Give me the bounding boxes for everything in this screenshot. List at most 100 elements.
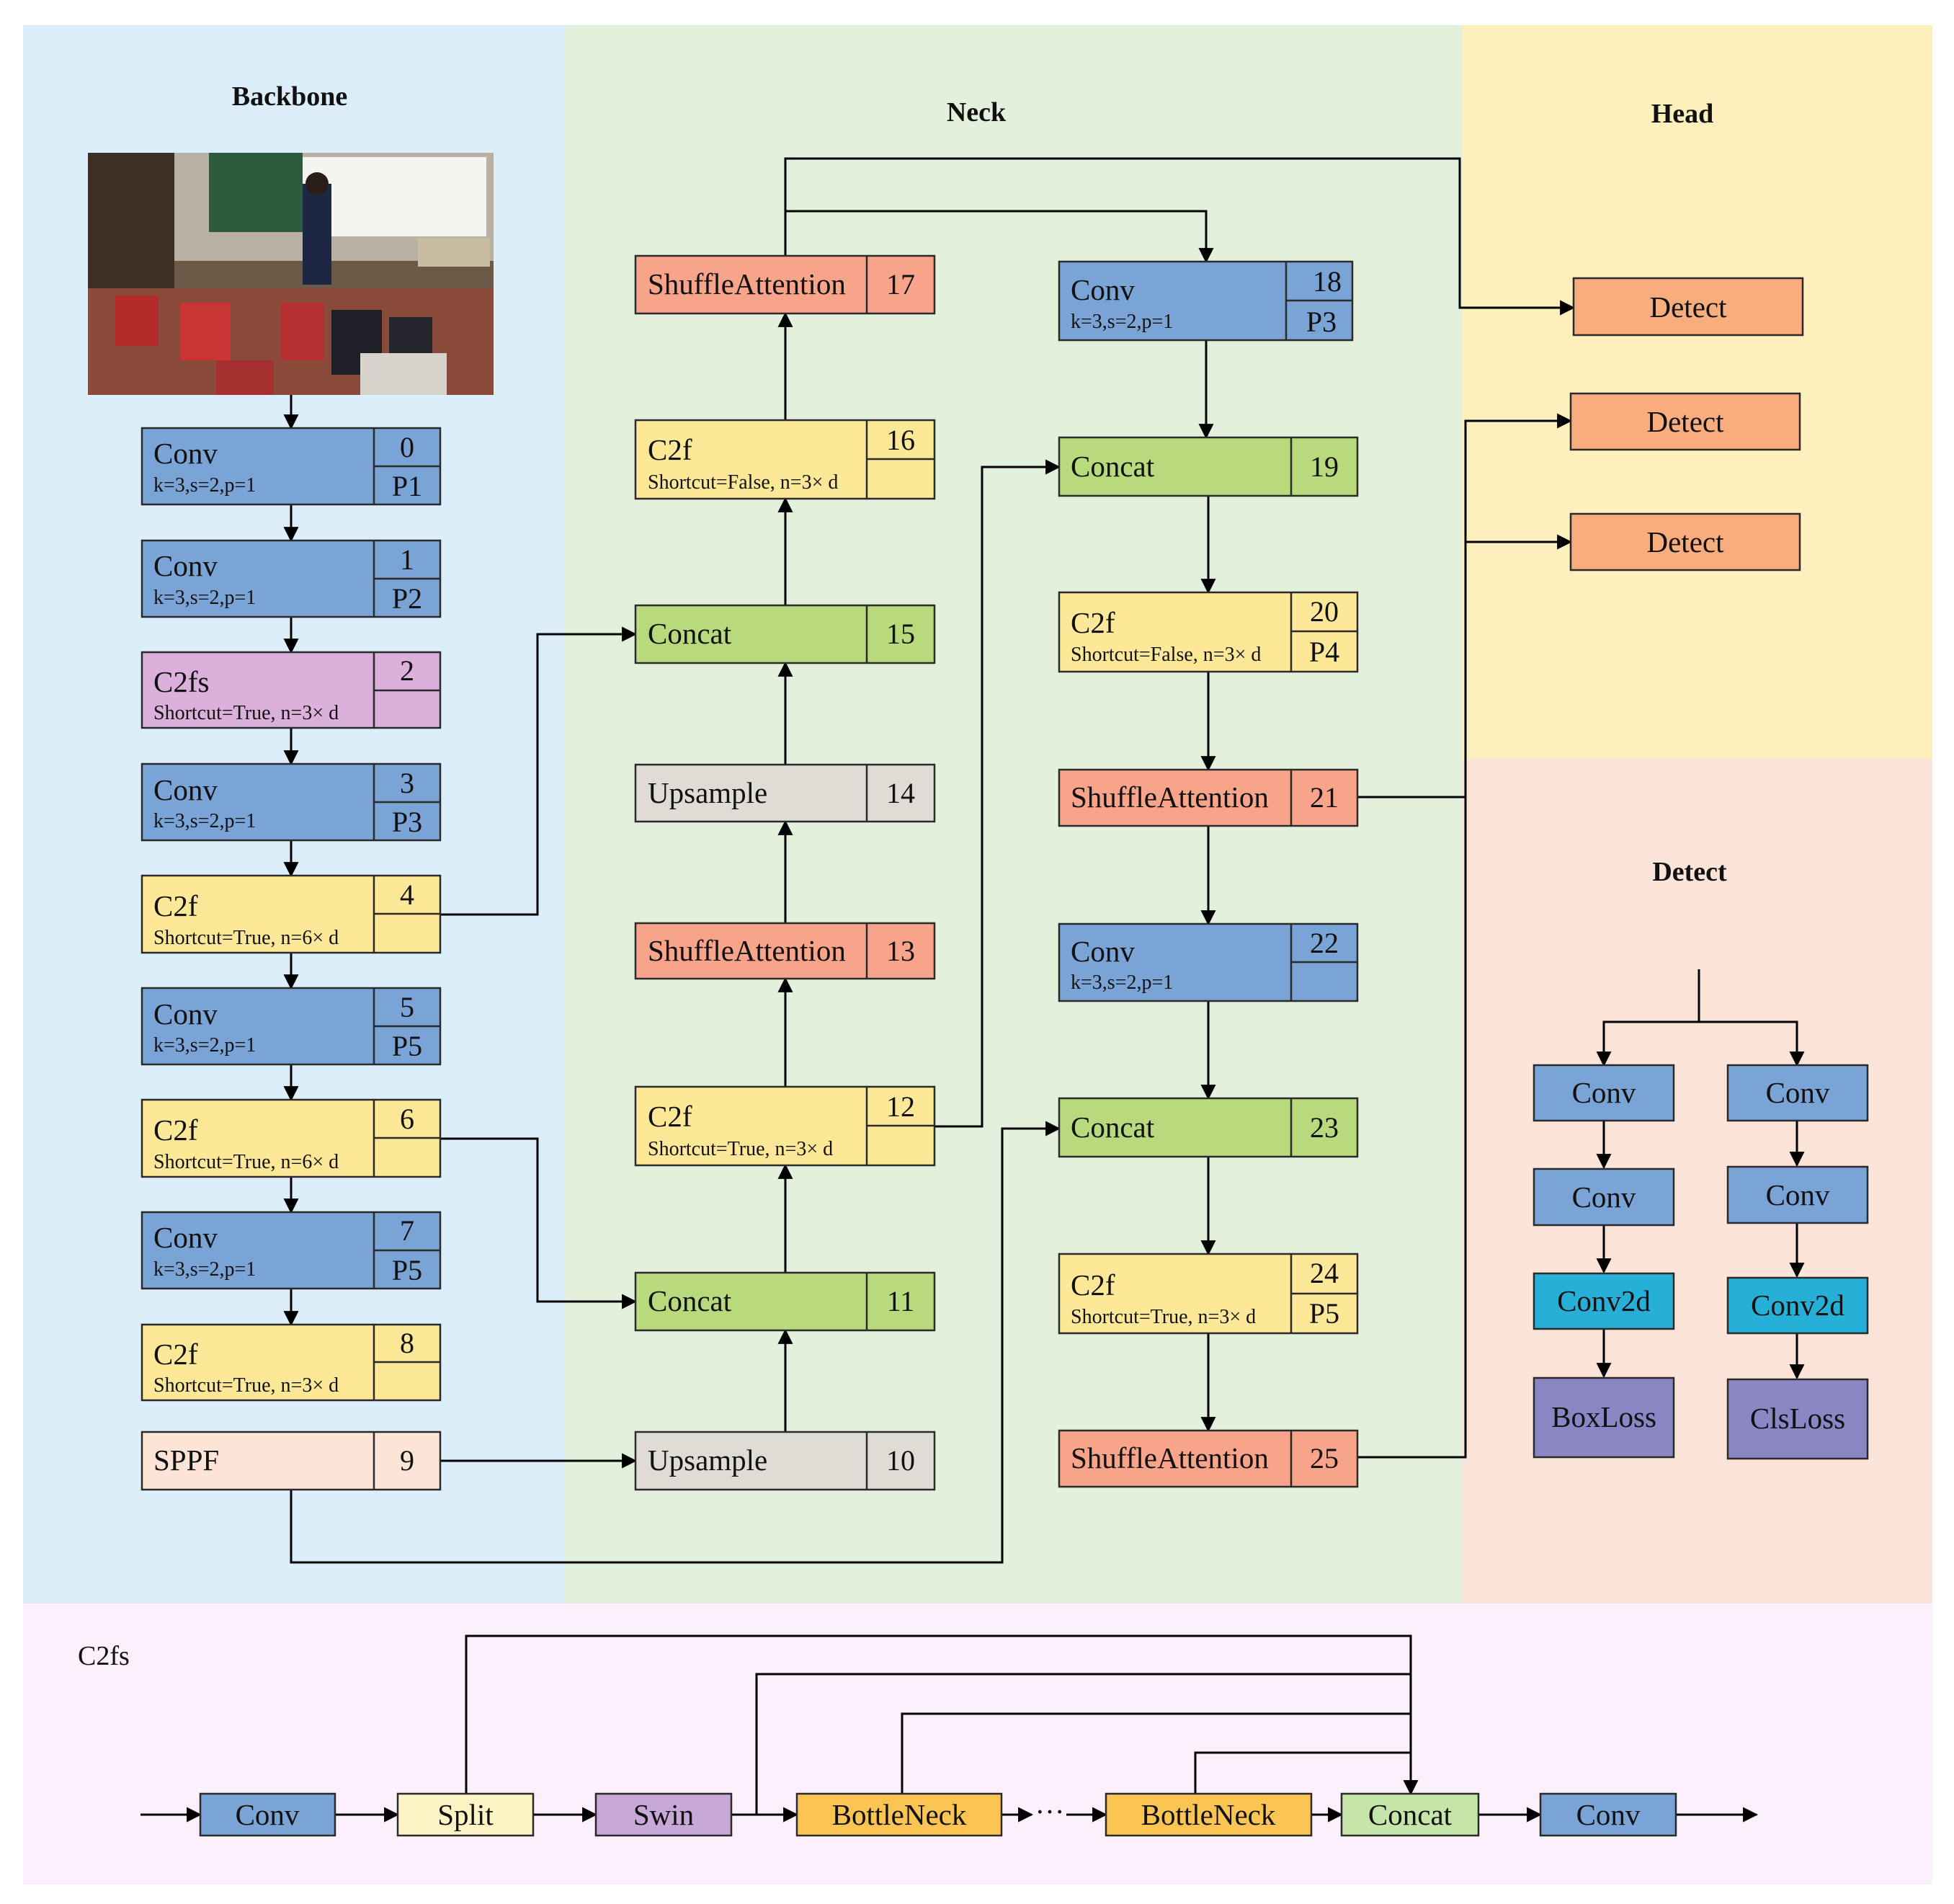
svg-text:Shortcut=True, n=3× d: Shortcut=True, n=3× d bbox=[1071, 1306, 1256, 1328]
svg-text:P2: P2 bbox=[392, 582, 422, 615]
svg-text:Split: Split bbox=[437, 1798, 494, 1831]
svg-text:15: 15 bbox=[886, 618, 915, 650]
detect-right-conv2d: Conv2d bbox=[1726, 1276, 1869, 1335]
detect-left-conv-1: Conv bbox=[1533, 1064, 1675, 1122]
svg-text:k=3,s=2,p=1: k=3,s=2,p=1 bbox=[153, 1258, 256, 1281]
svg-text:2: 2 bbox=[400, 654, 414, 687]
layer-11-concat: Concat 11 bbox=[634, 1271, 936, 1332]
svg-text:Shortcut=True, n=3× d: Shortcut=True, n=3× d bbox=[648, 1138, 833, 1160]
svg-text:3: 3 bbox=[400, 767, 414, 799]
svg-text:8: 8 bbox=[400, 1327, 414, 1359]
layer-21-shuffleattention: ShuffleAttention 21 bbox=[1058, 768, 1359, 827]
c2fs-split: Split bbox=[396, 1792, 535, 1837]
detect-right-conv-1: Conv bbox=[1726, 1064, 1869, 1122]
svg-text:BottleNeck: BottleNeck bbox=[832, 1798, 967, 1831]
svg-text:P5: P5 bbox=[392, 1254, 422, 1286]
svg-text:Conv: Conv bbox=[153, 773, 218, 806]
svg-text:24: 24 bbox=[1310, 1257, 1339, 1289]
c2fs-bottleneck-1: BottleNeck bbox=[795, 1792, 1003, 1837]
neck-right-layers: Conv k=3,s=2,p=1 18 P3 Concat 19 C2f Sho… bbox=[1058, 260, 1359, 1488]
svg-text:17: 17 bbox=[886, 268, 915, 301]
layer-4-c2f: C2f Shortcut=True, n=6× d 4 bbox=[140, 874, 442, 954]
svg-text:k=3,s=2,p=1: k=3,s=2,p=1 bbox=[1071, 971, 1173, 994]
c2fs-swin: Swin bbox=[594, 1792, 733, 1837]
svg-text:4: 4 bbox=[400, 878, 414, 911]
svg-text:k=3,s=2,p=1: k=3,s=2,p=1 bbox=[153, 810, 256, 832]
svg-text:Concat: Concat bbox=[1071, 1111, 1155, 1144]
svg-text:Conv: Conv bbox=[153, 437, 218, 470]
layer-7-conv: Conv k=3,s=2,p=1 7 P5 bbox=[140, 1211, 442, 1290]
layer-23-concat: Concat 23 bbox=[1058, 1097, 1359, 1158]
layer-17-shuffleattention: ShuffleAttention 17 bbox=[634, 254, 936, 315]
svg-text:Conv: Conv bbox=[1071, 935, 1135, 968]
layer-5-conv: Conv k=3,s=2,p=1 5 P5 bbox=[140, 987, 442, 1066]
svg-text:P5: P5 bbox=[1309, 1297, 1339, 1330]
svg-text:25: 25 bbox=[1310, 1442, 1339, 1474]
svg-text:P4: P4 bbox=[1309, 636, 1339, 668]
svg-text:21: 21 bbox=[1310, 781, 1339, 814]
c2fs-concat: Concat bbox=[1340, 1792, 1480, 1837]
backbone-layers: Conv k=3,s=2,p=1 0 P1 Conv k=3,s=2,p=1 1… bbox=[140, 427, 442, 1491]
svg-text:BoxLoss: BoxLoss bbox=[1551, 1400, 1656, 1433]
svg-text:C2f: C2f bbox=[153, 889, 198, 922]
head-detect-boxes: Detect Detect Detect bbox=[1569, 277, 1804, 571]
layer-9-sppf: SPPF 9 bbox=[140, 1431, 442, 1491]
svg-text:16: 16 bbox=[886, 424, 915, 456]
svg-text:13: 13 bbox=[886, 935, 915, 967]
svg-text:0: 0 bbox=[400, 431, 414, 463]
svg-text:5: 5 bbox=[400, 991, 414, 1023]
svg-text:18: 18 bbox=[1313, 265, 1342, 298]
c2fs-ellipsis: ··· bbox=[1035, 1795, 1065, 1828]
svg-text:C2f: C2f bbox=[648, 433, 692, 466]
svg-text:Detect: Detect bbox=[1647, 525, 1725, 559]
svg-text:k=3,s=2,p=1: k=3,s=2,p=1 bbox=[153, 587, 256, 609]
layer-3-conv: Conv k=3,s=2,p=1 3 P3 bbox=[140, 762, 442, 842]
svg-text:Conv: Conv bbox=[1071, 273, 1135, 306]
layer-1-conv: Conv k=3,s=2,p=1 1 P2 bbox=[140, 539, 442, 618]
svg-text:Detect: Detect bbox=[1647, 405, 1725, 438]
svg-text:6: 6 bbox=[400, 1103, 414, 1135]
svg-text:Shortcut=False, n=3× d: Shortcut=False, n=3× d bbox=[1071, 644, 1261, 666]
svg-text:C2f: C2f bbox=[153, 1113, 198, 1147]
detect-left-conv2d: Conv2d bbox=[1533, 1272, 1675, 1330]
svg-text:Upsample: Upsample bbox=[648, 1443, 767, 1477]
svg-text:C2f: C2f bbox=[153, 1338, 198, 1371]
svg-text:Conv: Conv bbox=[236, 1798, 300, 1831]
detect-right-clsloss: ClsLoss bbox=[1726, 1378, 1869, 1460]
detect-left-boxloss: BoxLoss bbox=[1533, 1376, 1675, 1459]
svg-text:Shortcut=False, n=3× d: Shortcut=False, n=3× d bbox=[648, 471, 838, 494]
svg-text:C2f: C2f bbox=[1071, 606, 1115, 639]
detect-title: Detect bbox=[1652, 857, 1727, 887]
svg-text:Conv: Conv bbox=[1576, 1798, 1641, 1831]
svg-text:SPPF: SPPF bbox=[153, 1443, 219, 1477]
svg-text:P3: P3 bbox=[1306, 306, 1337, 338]
svg-text:10: 10 bbox=[886, 1444, 915, 1477]
svg-text:C2f: C2f bbox=[1071, 1268, 1115, 1302]
svg-text:Concat: Concat bbox=[648, 617, 732, 650]
svg-text:P5: P5 bbox=[392, 1030, 422, 1062]
svg-text:Conv: Conv bbox=[153, 549, 218, 582]
svg-text:ShuffleAttention: ShuffleAttention bbox=[1071, 780, 1269, 814]
svg-text:ShuffleAttention: ShuffleAttention bbox=[648, 267, 846, 301]
svg-text:Conv: Conv bbox=[1766, 1178, 1830, 1211]
neck-left-layers: Upsample 10 Concat 11 C2f Shortcut=True,… bbox=[634, 254, 936, 1491]
svg-text:Conv: Conv bbox=[1572, 1180, 1636, 1214]
layer-14-upsample: Upsample 14 bbox=[634, 763, 936, 823]
detect-detail: Conv Conv Conv2d BoxLoss Conv Conv Conv2… bbox=[1533, 1064, 1869, 1460]
layer-25-shuffleattention: ShuffleAttention 25 bbox=[1058, 1429, 1359, 1488]
backbone-title: Backbone bbox=[232, 81, 347, 112]
svg-text:BottleNeck: BottleNeck bbox=[1141, 1798, 1276, 1831]
svg-text:ClsLoss: ClsLoss bbox=[1750, 1402, 1845, 1435]
svg-text:7: 7 bbox=[400, 1214, 414, 1247]
c2fs-flow: Conv Split Swin BottleNeck ··· BottleNec… bbox=[199, 1792, 1677, 1837]
layer-15-concat: Concat 15 bbox=[634, 604, 936, 664]
svg-text:k=3,s=2,p=1: k=3,s=2,p=1 bbox=[153, 1034, 256, 1056]
layer-19-concat: Concat 19 bbox=[1058, 436, 1359, 497]
svg-text:Conv2d: Conv2d bbox=[1751, 1289, 1844, 1322]
svg-text:P3: P3 bbox=[392, 806, 422, 838]
svg-text:Concat: Concat bbox=[1368, 1798, 1453, 1831]
svg-text:Shortcut=True, n=6× d: Shortcut=True, n=6× d bbox=[153, 1151, 339, 1173]
c2fs-bottleneck-2: BottleNeck bbox=[1105, 1792, 1313, 1837]
detect-left-conv-2: Conv bbox=[1533, 1167, 1675, 1227]
svg-text:Conv: Conv bbox=[1766, 1076, 1830, 1109]
